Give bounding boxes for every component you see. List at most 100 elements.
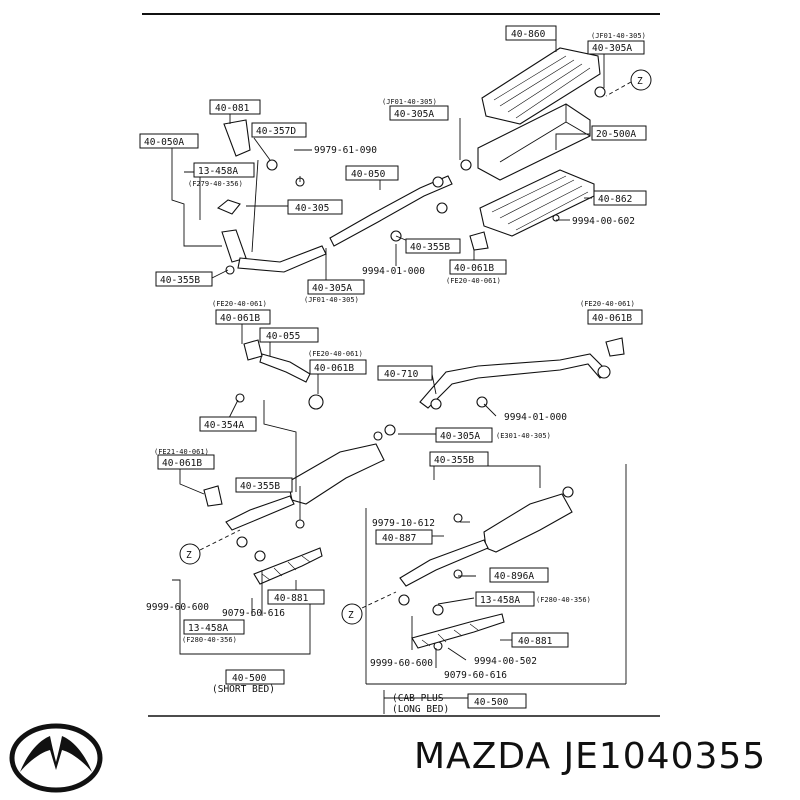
svg-text:40-887: 40-887 <box>382 533 416 544</box>
svg-text:40-061B: 40-061B <box>162 458 202 469</box>
label-40-305A-e: 40-305A <box>435 427 493 443</box>
label-40-305-mid: 40-305 <box>287 199 343 215</box>
part-9999-60-600-r: 9999-60-600 <box>370 658 433 669</box>
ref-jf01-mid: (JF01-40-305) <box>382 98 437 106</box>
svg-text:40-355B: 40-355B <box>410 242 450 253</box>
ref-jf01-low: (JF01-40-305) <box>304 296 359 304</box>
svg-text:40-061B: 40-061B <box>592 313 632 324</box>
svg-text:40-061B: 40-061B <box>220 313 260 324</box>
z-label-low: Z <box>348 610 354 621</box>
svg-text:40-355B: 40-355B <box>240 481 280 492</box>
svg-text:40-500: 40-500 <box>474 697 509 708</box>
label-13-458A-top: 13-458A <box>193 162 255 178</box>
ref-f279: (F279-40-356) <box>188 180 243 188</box>
label-40-896A: 40-896A <box>489 567 549 583</box>
svg-text:40-896A: 40-896A <box>494 571 534 582</box>
svg-text:40-881: 40-881 <box>518 636 553 647</box>
svg-text:40-355B: 40-355B <box>160 275 200 286</box>
mazda-logo-icon <box>9 723 103 793</box>
label-40-305A-top: 40-305A <box>587 40 645 55</box>
svg-text:40-061B: 40-061B <box>314 363 354 374</box>
part-9994-00-602: 9994-00-602 <box>572 216 635 227</box>
svg-text:40-050: 40-050 <box>351 169 386 180</box>
label-40-355B-r: 40-355B <box>429 451 489 467</box>
long-bed-frame <box>365 464 627 685</box>
label-40-355B-mid: 40-355B <box>405 238 461 254</box>
part-9994-01-000-a: 9994-01-000 <box>362 266 425 277</box>
label-40-710: 40-710 <box>377 365 433 381</box>
part-9979-10-612: 9979-10-612 <box>372 518 435 529</box>
label-40-500-long: 40-500 <box>467 693 527 709</box>
label-13-458A-r: 13-458A <box>475 591 535 607</box>
svg-text:40-050A: 40-050A <box>144 137 184 148</box>
label-40-355B-l2: 40-355B <box>235 477 293 493</box>
heat-shield-upper <box>481 47 601 125</box>
svg-text:40-862: 40-862 <box>598 194 632 205</box>
label-40-860: 40-860 <box>505 25 557 41</box>
brand-part-number: MAZDA JE1040355 <box>414 736 767 777</box>
svg-text:40-305: 40-305 <box>295 203 329 214</box>
ref-f280-l: (F280-40-356) <box>182 636 237 644</box>
svg-text:40-081: 40-081 <box>215 103 250 114</box>
label-40-055: 40-055 <box>259 327 319 343</box>
leader-lines <box>171 40 605 668</box>
part-9979-61-090: 9979-61-090 <box>314 145 377 156</box>
svg-text:13-458A: 13-458A <box>188 623 228 634</box>
muffler-long-bed <box>398 486 574 651</box>
svg-text:40-357D: 40-357D <box>256 126 296 137</box>
cab-plus-note: (CAB PLUS <box>392 693 444 704</box>
label-40-862: 40-862 <box>593 190 647 206</box>
middle-pipe <box>329 175 489 251</box>
z-marker-low: Z <box>341 591 397 625</box>
ref-fe20-b: (FE20-40-061) <box>212 300 267 308</box>
label-40-354A: 40-354A <box>199 416 257 432</box>
label-40-887: 40-887 <box>375 529 433 545</box>
hanger-bracket-mid <box>235 339 324 410</box>
label-20-500A: 20-500A <box>591 125 647 141</box>
svg-text:40-061B: 40-061B <box>454 263 494 274</box>
ref-jf01-top: (JF01-40-305) <box>591 32 646 40</box>
label-40-061B-a: 40-061B <box>449 259 507 275</box>
label-40-881-l: 40-881 <box>267 589 325 605</box>
svg-text:40-305A: 40-305A <box>440 431 480 442</box>
label-40-061B-d: 40-061B <box>309 359 367 375</box>
label-40-050A: 40-050A <box>139 133 199 149</box>
part-9994-00-502: 9994-00-502 <box>474 656 537 667</box>
label-13-458A-l: 13-458A <box>183 619 245 635</box>
svg-text:40-860: 40-860 <box>511 29 546 40</box>
part-9079-60-616-r: 9079-60-616 <box>444 670 507 681</box>
heat-insulator-short <box>253 547 323 585</box>
label-40-061B-b: 40-061B <box>215 309 271 325</box>
label-40-357D: 40-357D <box>251 122 307 138</box>
svg-text:40-355B: 40-355B <box>434 455 474 466</box>
label-40-500-short: 40-500 <box>225 669 285 685</box>
svg-text:40-305A: 40-305A <box>312 283 352 294</box>
part-9999-60-600-l: 9999-60-600 <box>146 602 209 613</box>
svg-text:40-055: 40-055 <box>266 331 300 342</box>
part-9079-60-616-l: 9079-60-616 <box>222 608 285 619</box>
svg-text:13-458A: 13-458A <box>480 595 520 606</box>
ref-fe20-c: (FE20-40-061) <box>580 300 635 308</box>
label-40-881-r: 40-881 <box>511 632 569 648</box>
short-bed-note: (SHORT BED) <box>212 684 275 695</box>
label-40-081: 40-081 <box>209 99 261 115</box>
label-40-061B-c: 40-061B <box>587 309 643 325</box>
ref-f280-r: (F280-40-356) <box>536 596 591 604</box>
svg-text:40-710: 40-710 <box>384 369 419 380</box>
label-40-050: 40-050 <box>345 165 399 181</box>
label-40-305A-mid: 40-305A <box>389 105 449 121</box>
svg-text:40-305A: 40-305A <box>592 43 632 54</box>
tail-pipe <box>419 337 625 410</box>
svg-text:40-881: 40-881 <box>274 593 309 604</box>
svg-text:20-500A: 20-500A <box>596 129 636 140</box>
long-bed-note: (LONG BED) <box>392 704 449 715</box>
ref-fe20-a: (FE20-40-061) <box>446 277 501 285</box>
heat-insulator-long <box>411 613 505 649</box>
part-9994-01-000-b: 9994-01-000 <box>504 412 567 423</box>
label-40-061B-e: 40-061B <box>157 454 215 470</box>
label-40-355B-left: 40-355B <box>155 271 213 287</box>
muffler-short-bed <box>203 424 396 562</box>
z-label-top: Z <box>637 76 643 87</box>
label-40-305A-low: 40-305A <box>307 279 365 295</box>
z-label-mid: Z <box>186 550 192 561</box>
